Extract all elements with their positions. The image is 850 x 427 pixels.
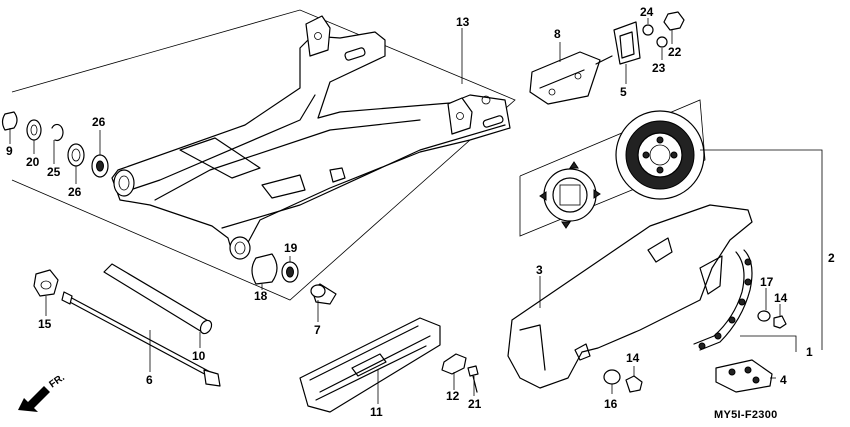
pivot-hardware [33,263,221,387]
small-hardware [642,11,685,48]
callout-24: 24 [640,5,654,19]
leader-lines [9,18,823,404]
bolt-14-upper [773,315,787,329]
washer-23 [656,36,668,48]
pivot-cap-9 [1,111,18,131]
callout-labels: 13 9 20 25 26 26 15 6 10 7 18 19 11 12 2… [6,5,835,419]
chain-joint-link-4 [715,359,773,393]
callout-11: 11 [370,405,383,419]
callout-26b: 26 [92,115,106,129]
callout-26a: 26 [68,185,82,199]
diagram-code: MY5I-F2300 [714,409,778,421]
callout-9: 9 [6,144,13,158]
callout-4: 4 [780,373,787,387]
rubber-5 [613,21,641,65]
callout-3: 3 [536,263,543,277]
collar-17 [757,310,771,322]
nut-22 [663,11,685,31]
callout-17: 17 [760,275,774,289]
callout-10: 10 [192,349,206,363]
bolt-21 [467,365,479,377]
callout-25: 25 [47,165,61,179]
sprocket-set [519,99,706,237]
callout-7: 7 [314,323,321,337]
callout-8: 8 [554,27,561,41]
callout-21: 21 [468,397,482,411]
chain-case-8 [529,51,613,105]
callout-2: 2 [828,251,835,265]
pivot-bolt-6 [65,295,215,379]
swingarm-part [111,15,511,260]
callout-20: 20 [26,155,40,169]
pivot-bearing-right [251,253,299,285]
callout-16: 16 [604,397,618,411]
pivot-bearings [1,111,109,178]
chain-slider-11 [299,317,441,413]
grommet-12 [441,353,467,375]
driven-sprocket [615,110,705,200]
bolt-14-lower [625,375,643,393]
callout-15: 15 [38,317,52,331]
cover-hardware [603,310,787,393]
chain-guard-3 [507,204,753,389]
slider-hardware [441,353,479,393]
drive-chain [693,249,753,351]
swingarm-group-frame [11,9,516,301]
nut-15 [33,269,59,297]
callout-22: 22 [668,45,682,59]
callout-6: 6 [146,373,153,387]
front-direction-marker: FR. [18,372,67,412]
callout-12: 12 [446,389,460,403]
bearing-18 [251,253,278,285]
washer-16 [603,369,621,385]
bearing-26a [67,143,85,167]
callout-5: 5 [620,85,627,99]
callout-1: 1 [806,345,813,359]
circlip-25 [51,123,64,142]
dust-seal-20 [26,119,42,141]
collar-7 [310,283,337,305]
callout-14a: 14 [774,291,788,305]
callout-14b: 14 [626,351,640,365]
callout-13: 13 [456,15,470,29]
swingarm-group [11,9,516,301]
callout-23: 23 [652,61,666,75]
collar-10 [103,263,211,333]
front-label: FR. [47,372,67,390]
callout-18: 18 [254,289,268,303]
callout-19: 19 [284,241,298,255]
washer-24 [642,24,654,36]
drive-sprocket [539,161,601,229]
front-arrow-icon [18,386,50,412]
